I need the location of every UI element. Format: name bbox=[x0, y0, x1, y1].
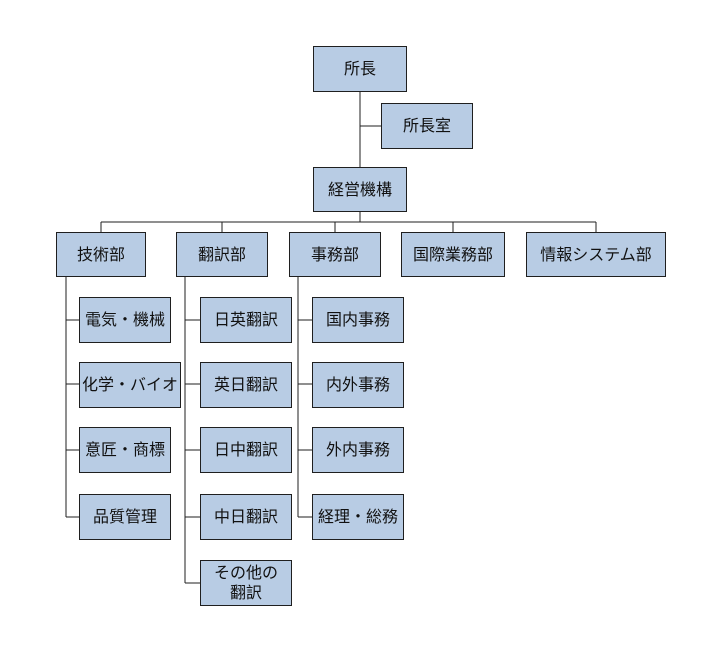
dept-intl-box: 国際業務部 bbox=[401, 232, 505, 277]
management-box: 経営機構 bbox=[313, 167, 407, 212]
unit-box: 化学・バイオ bbox=[79, 362, 181, 408]
unit-box: 電気・機械 bbox=[79, 297, 171, 343]
unit-box: 意匠・商標 bbox=[79, 427, 171, 473]
unit-box: 品質管理 bbox=[79, 494, 171, 540]
unit-box: 経理・総務 bbox=[312, 494, 404, 540]
unit-box: その他の翻訳 bbox=[200, 560, 292, 606]
director-office-box: 所長室 bbox=[381, 103, 473, 149]
director-box: 所長 bbox=[313, 46, 407, 92]
unit-box: 中日翻訳 bbox=[200, 494, 292, 540]
unit-box: 内外事務 bbox=[312, 362, 404, 408]
unit-box: 日英翻訳 bbox=[200, 297, 292, 343]
dept-tech-box: 技術部 bbox=[56, 232, 146, 277]
dept-translation-box: 翻訳部 bbox=[176, 232, 268, 277]
unit-box: 外内事務 bbox=[312, 427, 404, 473]
unit-box: 英日翻訳 bbox=[200, 362, 292, 408]
unit-box: 国内事務 bbox=[312, 297, 404, 343]
dept-info-box: 情報システム部 bbox=[526, 232, 666, 277]
dept-affairs-box: 事務部 bbox=[289, 232, 381, 277]
unit-box: 日中翻訳 bbox=[200, 427, 292, 473]
